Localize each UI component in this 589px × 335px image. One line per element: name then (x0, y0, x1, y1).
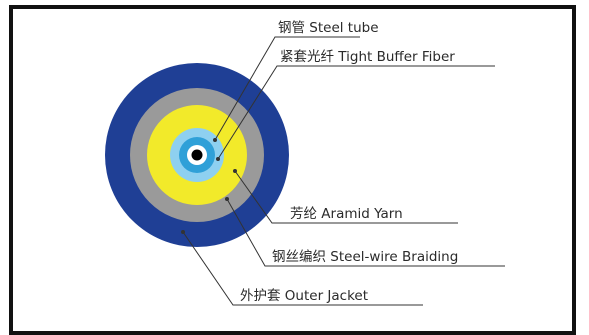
anchor-dots (181, 138, 237, 234)
leader-line-aramid-yarn (234, 170, 458, 224)
label-outer-jacket: 外护套 Outer Jacket (240, 288, 368, 304)
leader-line-tight-buffer (217, 65, 495, 160)
leader-line-steel-tube (214, 36, 360, 141)
anchor-dot-outer-jacket (181, 230, 185, 234)
leader-line-outer-jacket (182, 231, 423, 306)
leader-lines (182, 36, 505, 306)
label-steel-wire-braiding: 钢丝编织 Steel-wire Braiding (272, 249, 458, 265)
anchor-dot-aramid-yarn (233, 169, 237, 173)
anchor-dot-steel-wire-braiding (225, 197, 229, 201)
label-steel-tube: 钢管 Steel tube (278, 20, 379, 36)
anchor-dot-steel-tube (213, 138, 217, 142)
label-tight-buffer-fiber: 紧套光纤 Tight Buffer Fiber (280, 49, 455, 65)
cable-cross-section-diagram: 钢管 Steel tube 紧套光纤 Tight Buffer Fiber 芳纶… (105, 20, 505, 306)
anchor-dot-tight-buffer (216, 157, 220, 161)
label-aramid-yarn: 芳纶 Aramid Yarn (290, 206, 403, 222)
leader-line-steel-wire-braiding (226, 198, 505, 267)
diagram-frame (9, 5, 576, 335)
fiber-core (191, 149, 203, 161)
